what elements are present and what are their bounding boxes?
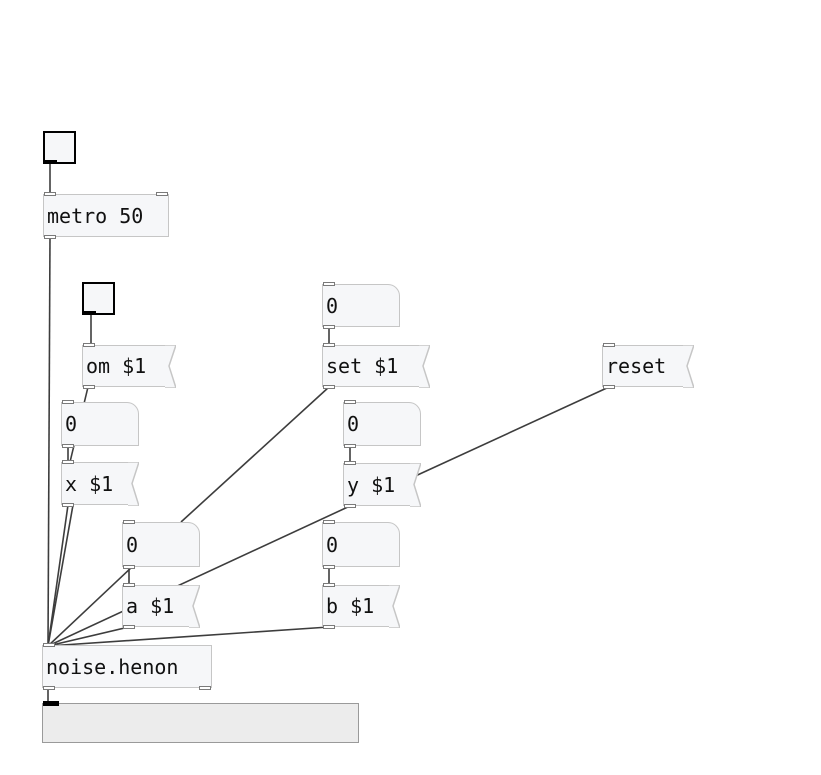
- metro-inlet-left[interactable]: [44, 192, 56, 196]
- number-a-outlet[interactable]: [123, 565, 135, 569]
- cord-metro-henon: [47, 235, 51, 647]
- henon-outlet-right[interactable]: [199, 686, 211, 690]
- om-label: om $1: [86, 354, 147, 378]
- message-flag: [419, 344, 430, 388]
- a-label: a $1: [126, 594, 175, 618]
- number-set-inlet[interactable]: [323, 282, 335, 286]
- number-y-inlet[interactable]: [344, 400, 356, 404]
- cord-na-henon: [47, 565, 134, 647]
- om-message[interactable]: om $1: [82, 343, 176, 389]
- metro-object[interactable]: metro 50: [43, 192, 169, 239]
- bang-toggle-button-2[interactable]: [82, 282, 115, 315]
- bang-outlet: [43, 160, 57, 164]
- cord-b-henon: [47, 626, 330, 647]
- om-inlet[interactable]: [83, 343, 95, 347]
- y-label: y $1: [347, 472, 396, 497]
- metro-label: metro 50: [47, 203, 144, 228]
- number-a-value: 0: [126, 532, 139, 557]
- a-message[interactable]: a $1: [122, 583, 200, 629]
- number-box-a[interactable]: 0: [122, 520, 200, 569]
- number-x-outlet[interactable]: [62, 444, 74, 448]
- bang-toggle-button[interactable]: [43, 131, 76, 164]
- number-box-x[interactable]: 0: [61, 400, 139, 448]
- number-y-outlet[interactable]: [344, 444, 356, 448]
- number-y-value: 0: [347, 412, 360, 436]
- number-box-set[interactable]: 0: [322, 282, 400, 329]
- number-x-inlet[interactable]: [62, 400, 74, 404]
- b-message[interactable]: b $1: [322, 583, 400, 629]
- reset-inlet[interactable]: [603, 343, 615, 347]
- number-set-outlet[interactable]: [323, 325, 335, 329]
- message-flag: [128, 461, 139, 506]
- number-b-value: 0: [326, 532, 339, 557]
- metro-inlet-right[interactable]: [156, 192, 168, 196]
- cord-x-henon-a: [47, 504, 69, 647]
- set-outlet[interactable]: [323, 385, 335, 389]
- message-flag: [165, 344, 176, 388]
- a-outlet[interactable]: [123, 625, 135, 629]
- number-x-value: 0: [65, 412, 78, 436]
- metro-outlet[interactable]: [44, 235, 56, 239]
- y-inlet[interactable]: [344, 461, 356, 465]
- cord-y-henon: [47, 505, 351, 647]
- number-set-value: 0: [326, 293, 339, 318]
- x-message[interactable]: x $1: [61, 460, 139, 507]
- x-inlet[interactable]: [62, 460, 74, 464]
- message-flag: [683, 344, 694, 388]
- a-inlet[interactable]: [123, 583, 135, 587]
- bang-outlet-2: [82, 311, 96, 315]
- reset-outlet[interactable]: [603, 385, 615, 389]
- y-message[interactable]: y $1: [343, 461, 421, 508]
- b-inlet[interactable]: [323, 583, 335, 587]
- number-b-inlet[interactable]: [323, 520, 335, 524]
- message-flag: [389, 584, 400, 628]
- set-inlet[interactable]: [323, 343, 335, 347]
- number-b-outlet[interactable]: [323, 565, 335, 569]
- noise-henon-label: noise.henon: [46, 654, 179, 679]
- b-label: b $1: [326, 594, 375, 618]
- set-message[interactable]: set $1: [322, 343, 430, 389]
- number-box-b[interactable]: 0: [322, 520, 400, 569]
- reset-label: reset: [606, 354, 667, 378]
- x-outlet[interactable]: [62, 503, 74, 507]
- slider-knob[interactable]: [43, 701, 59, 706]
- cord-set-na: [180, 386, 330, 523]
- b-outlet[interactable]: [323, 625, 335, 629]
- henon-outlet-left[interactable]: [43, 686, 55, 690]
- reset-message[interactable]: reset: [602, 343, 694, 389]
- number-a-inlet[interactable]: [123, 520, 135, 524]
- x-label: x $1: [65, 471, 114, 496]
- number-box-y[interactable]: 0: [343, 400, 421, 448]
- set-label: set $1: [326, 354, 399, 378]
- message-flag: [189, 584, 200, 628]
- noise-henon-object[interactable]: noise.henon: [42, 643, 212, 690]
- y-outlet[interactable]: [344, 504, 356, 508]
- om-outlet[interactable]: [83, 385, 95, 389]
- cord-a-henon: [47, 626, 130, 647]
- henon-inlet[interactable]: [43, 643, 55, 647]
- message-flag: [410, 462, 421, 507]
- cord-x-henon-b: [47, 504, 74, 647]
- horizontal-slider[interactable]: [42, 701, 359, 743]
- cord-reset-y: [410, 386, 610, 479]
